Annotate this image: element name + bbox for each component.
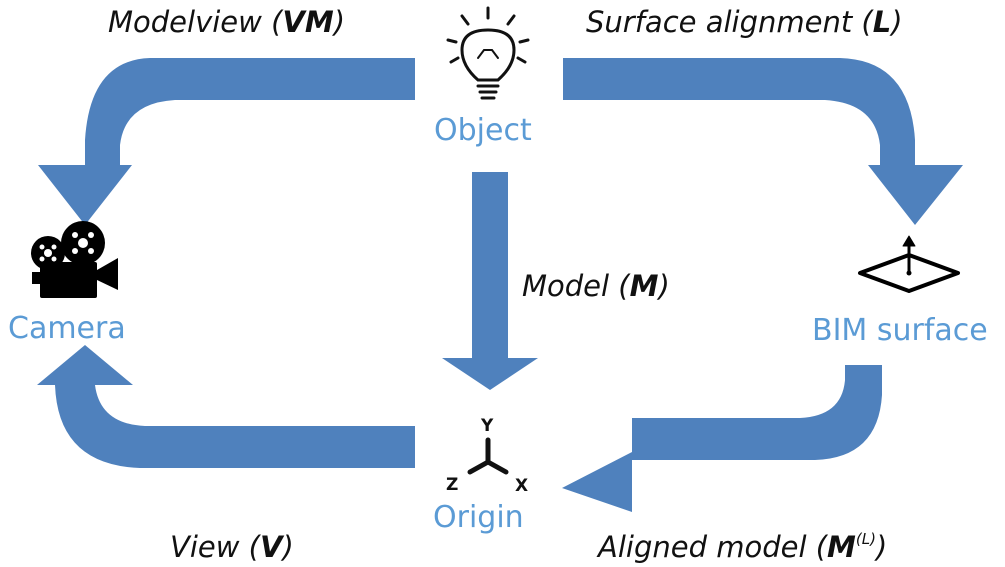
model-arrow [442, 172, 538, 390]
axis-z-label: Z [446, 475, 458, 495]
surface-normal-icon [858, 235, 960, 293]
surface-alignment-arrow [563, 58, 963, 225]
origin-label: Origin [433, 500, 524, 535]
camera-label: Camera [8, 311, 126, 346]
view-arrow [37, 345, 415, 468]
aligned-model-arrow [562, 365, 882, 512]
modelview-arrow [38, 58, 415, 225]
surface-alignment-label: Surface alignment (L) [586, 5, 903, 39]
xyz-axes-icon: Y Z X [446, 416, 528, 496]
bim-surface-label: BIM surface [812, 313, 988, 348]
modelview-label: Modelview (VM) [108, 5, 345, 39]
aligned-model-label: Aligned model (M(L)) [596, 530, 887, 564]
object-label: Object [434, 113, 532, 148]
axis-x-label: X [515, 476, 528, 496]
axis-y-label: Y [480, 416, 494, 436]
view-label: View (V) [170, 530, 294, 564]
movie-camera-icon [31, 221, 118, 298]
model-label: Model (M) [522, 269, 670, 303]
lightbulb-icon [446, 6, 530, 100]
